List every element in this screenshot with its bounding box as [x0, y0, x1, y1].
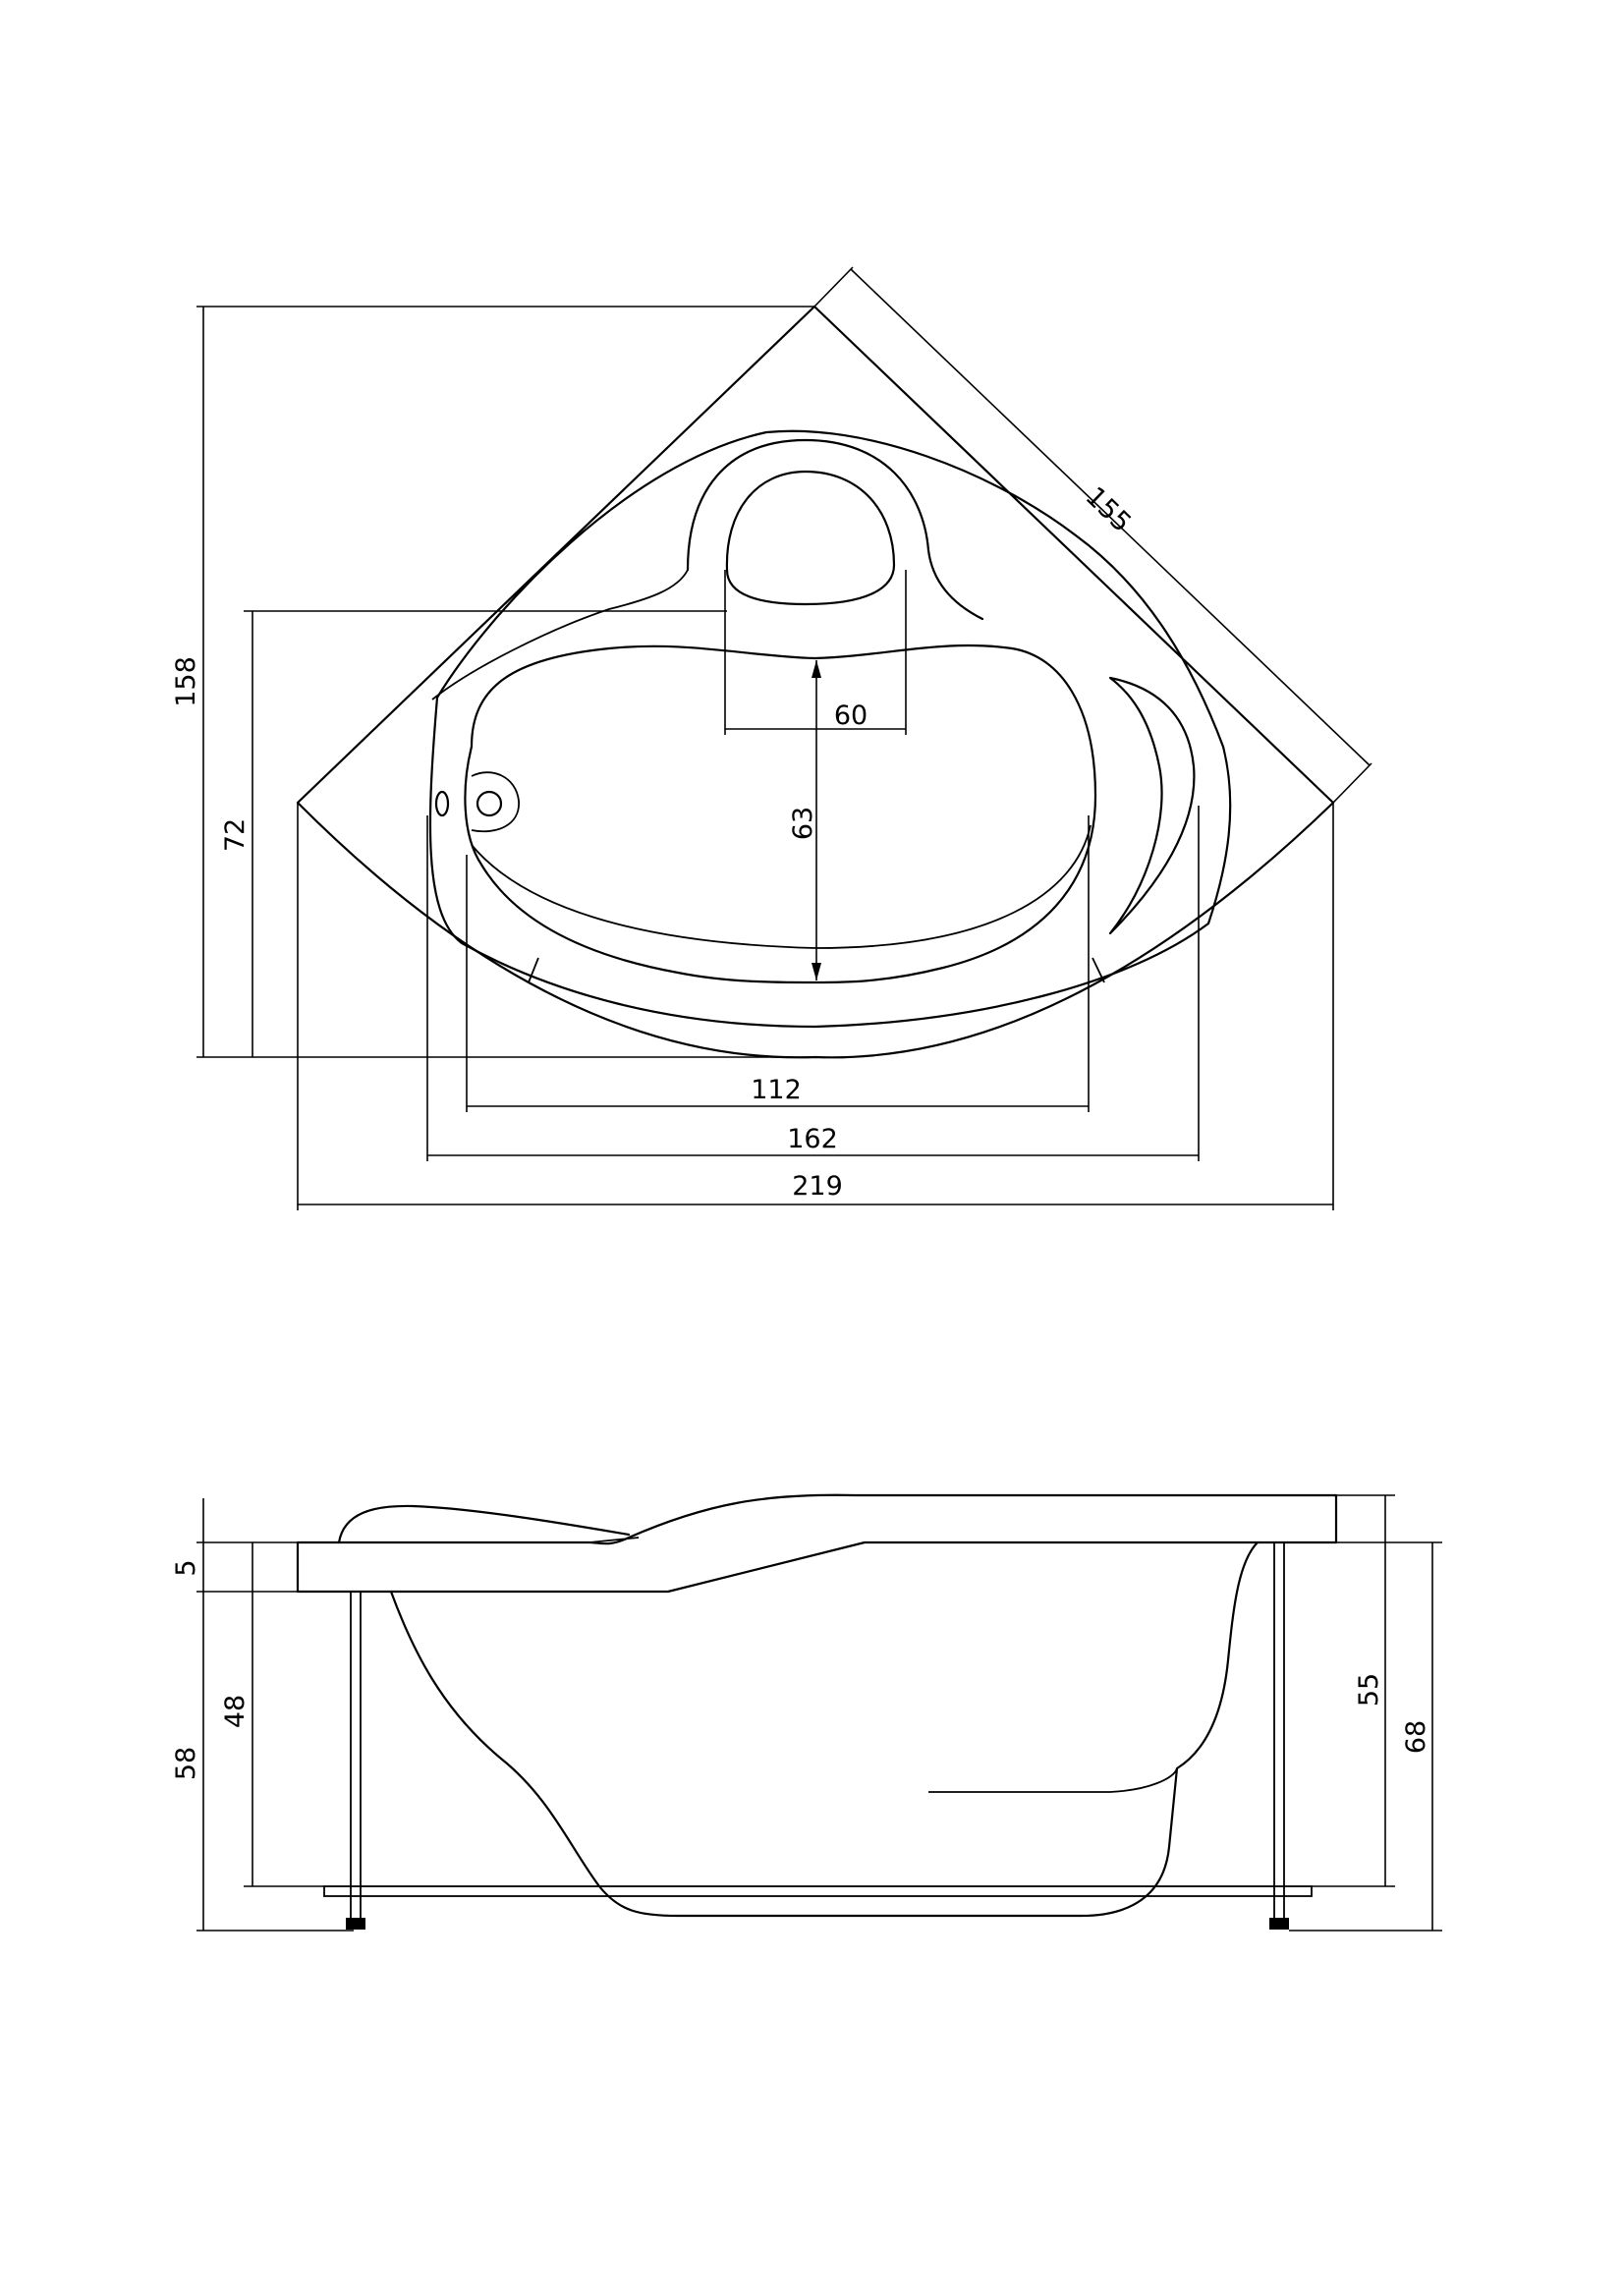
label-63: 63 [788, 807, 818, 840]
basin-seat-line [471, 824, 1092, 949]
rim-slab [296, 1493, 1338, 1594]
dim-rim-thickness: 5 [171, 1498, 298, 1593]
label-158: 158 [171, 656, 201, 707]
headrest-connector [588, 1537, 640, 1543]
label-60: 60 [834, 700, 868, 731]
front-mark-right [1092, 957, 1105, 983]
headrest-hump [337, 1504, 631, 1544]
right-armrest [1108, 676, 1196, 935]
front-mark-left [528, 957, 539, 983]
dim-basin-depth: 63 [788, 660, 821, 980]
label-58: 58 [171, 1747, 201, 1780]
headrest-inner [725, 470, 896, 606]
dim-total-width: 219 [297, 803, 1334, 1210]
dim-left-height: 58 [171, 1592, 354, 1932]
dim-basin-height: 48 [220, 1542, 324, 1887]
overflow-icon [434, 790, 450, 817]
headrest-left-wing [431, 569, 689, 700]
label-219: 219 [792, 1171, 843, 1202]
dim-total-height: 68 [1289, 1541, 1442, 1932]
dim-headrest-width: 60 [724, 570, 907, 735]
dim-diagonal-side: 155 [813, 266, 1372, 804]
side-view: 5 58 48 55 68 [171, 1493, 1442, 1932]
rim-contour [428, 429, 1232, 1029]
left-foot-icon [346, 1918, 365, 1930]
right-foot-icon [1269, 1918, 1289, 1930]
left-leg [346, 1592, 365, 1930]
label-72: 72 [220, 818, 251, 852]
label-68: 68 [1401, 1720, 1431, 1754]
basin-body [389, 1540, 1260, 1918]
dim-inner-width: 162 [426, 806, 1200, 1161]
drain-icon [476, 790, 503, 817]
dim-inner-depth: 72 [220, 610, 727, 1057]
dim-basin-width: 112 [466, 815, 1090, 1112]
basin-outline [464, 644, 1097, 984]
label-5: 5 [171, 1559, 201, 1576]
label-55: 55 [1354, 1673, 1384, 1707]
label-48: 48 [220, 1695, 251, 1728]
right-leg [1269, 1542, 1289, 1930]
label-162: 162 [787, 1124, 838, 1154]
plan-view: 155 158 72 60 63 [171, 266, 1372, 1210]
dim-total-depth: 158 [171, 306, 815, 1058]
dim-right-inner-height: 55 [1312, 1494, 1395, 1887]
label-112: 112 [751, 1075, 802, 1105]
drain-recess [471, 771, 520, 833]
label-155: 155 [1080, 481, 1138, 538]
seat-step [928, 1767, 1178, 1793]
headrest-outline [686, 438, 984, 621]
base-plate [323, 1885, 1313, 1897]
